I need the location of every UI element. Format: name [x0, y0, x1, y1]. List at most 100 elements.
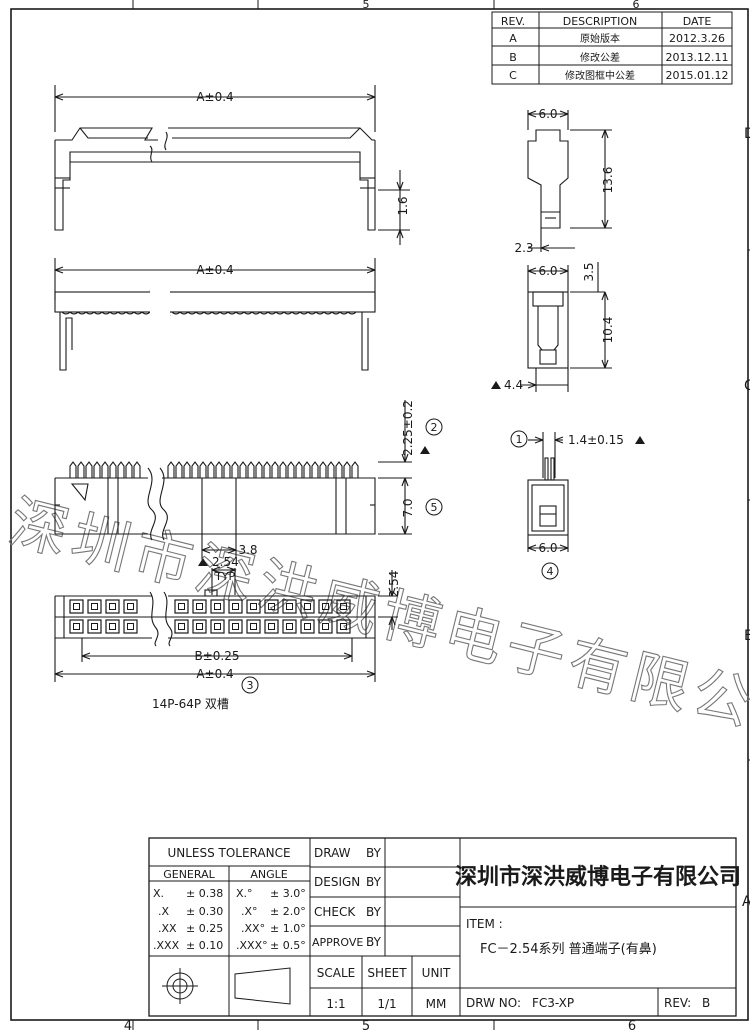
callout-1-circle	[510, 430, 528, 448]
contact-pin	[340, 603, 347, 610]
dim-side-13-6: 13.6	[601, 167, 615, 194]
contact-pin	[268, 623, 275, 630]
dim-a-width-top: A±0.4	[196, 90, 233, 104]
zone-right-a: A	[742, 894, 750, 910]
rev-row-a-rev: A	[509, 32, 517, 45]
rev-row-b-date: 2013.12.11	[666, 51, 729, 64]
tb-design: DESIGN	[314, 875, 360, 889]
contact-pin	[304, 623, 311, 630]
callout-5: 5	[431, 501, 438, 514]
contact-pin	[178, 623, 185, 630]
contact-cell	[123, 599, 138, 614]
contact-pin	[304, 603, 311, 610]
contact-cell	[318, 619, 333, 634]
contact-cell	[336, 619, 351, 634]
contact-cell	[246, 619, 261, 634]
contact-pin	[73, 623, 80, 630]
contact-pin	[322, 623, 329, 630]
contact-cell	[318, 599, 333, 614]
contact-pin	[232, 603, 239, 610]
contact-cell	[264, 599, 279, 614]
contact-cell	[300, 599, 315, 614]
contact-cell	[87, 619, 102, 634]
tb-tol-g-label-1: .X	[158, 905, 169, 918]
front-view	[54, 400, 412, 558]
callout-2: 2	[431, 421, 438, 434]
tb-tol-a-label-3: .XXX°	[236, 939, 268, 952]
dim-side-4-4: 4.4	[504, 378, 523, 392]
tb-tol-a-val-1: ± 2.0°	[270, 905, 306, 918]
rev-row-a-description: 原始版本	[580, 32, 620, 45]
contact-pin	[196, 603, 203, 610]
rev-row-a-date: 2012.3.26	[669, 32, 725, 45]
contact-pin	[214, 603, 221, 610]
contact-cell	[228, 619, 243, 634]
contact-pin	[286, 603, 293, 610]
caption-14p-64p: 14P-64P 双槽	[152, 697, 229, 711]
break-gap	[150, 287, 170, 319]
contact-pin	[250, 623, 257, 630]
dim-row-2-54: 2.54	[387, 571, 401, 598]
callout-5-circle	[425, 498, 443, 516]
rev-row-b-description: 修改公差	[580, 51, 620, 64]
rev-header-date: DATE	[683, 15, 712, 28]
dim-side-6-0-mid: 6.0	[538, 264, 557, 278]
tb-approve-by: BY	[366, 935, 382, 949]
delta-4-4	[491, 381, 501, 389]
tb-tol-g-label-3: .XXX	[153, 939, 180, 952]
tb-company: 深圳市深洪威博电子有限公司	[455, 864, 741, 890]
delta-2-25	[420, 446, 430, 454]
contact-cell	[105, 619, 120, 634]
dim-side-6-0-top: 6.0	[538, 107, 557, 121]
callout-3-circle	[241, 676, 259, 694]
tb-sheet: 1/1	[377, 997, 396, 1011]
delta-2-54	[198, 558, 208, 566]
dim-3-8: 3.8	[238, 543, 257, 557]
watermark: 深圳市深洪威博电子有限公司	[2, 487, 750, 755]
contact-pin	[214, 623, 221, 630]
contact-pin	[109, 623, 116, 630]
dim-7-0: 7.0	[401, 498, 415, 517]
tb-tol-a-label-2: .XX°	[241, 922, 265, 935]
tb-tol-a-label-1: .X°	[241, 905, 258, 918]
rev-header-rev: REV.	[501, 15, 525, 28]
contact-cell	[300, 619, 315, 634]
tb-unit: MM	[426, 997, 447, 1011]
tb-scale-label: SCALE	[317, 966, 355, 980]
tb-item-label: ITEM :	[466, 917, 503, 931]
delta-pin-pitch	[635, 436, 645, 444]
tb-tol-g-val-0: ± 0.38	[186, 887, 223, 900]
tb-item-value: FC－2.54系列 普通端子(有鼻)	[480, 941, 657, 957]
tb-approve: APPROVE	[312, 936, 363, 949]
contact-pin	[109, 603, 116, 610]
contact-cell	[228, 599, 243, 614]
callout-4-circle	[541, 562, 559, 580]
zone-top-6: 6	[633, 0, 640, 11]
tb-drw-no-label: DRW NO:	[466, 996, 521, 1010]
tb-drw-no: FC3-XP	[532, 996, 574, 1010]
tb-sheet-label: SHEET	[367, 966, 407, 980]
tb-rev-label: REV:	[664, 996, 691, 1010]
tb-tol-a-val-0: ± 3.0°	[270, 887, 306, 900]
contact-pin	[268, 603, 275, 610]
dim-side-3-5: 3.5	[582, 262, 596, 281]
tb-unit-label: UNIT	[422, 966, 451, 980]
dim-1-6: 1.6	[396, 196, 410, 215]
contact-cell	[192, 619, 207, 634]
contact-pin	[286, 623, 293, 630]
tb-tol-a-label-0: X.°	[236, 887, 253, 900]
contact-pin	[340, 623, 347, 630]
dim-a-width-bottom: A±0.4	[196, 667, 233, 681]
contact-cell	[282, 619, 297, 634]
zone-bottom-5: 5	[362, 1019, 370, 1030]
zone-top-5: 5	[363, 0, 370, 11]
zone-right-b: B	[744, 628, 750, 644]
zone-bottom-4: 4	[124, 1019, 132, 1030]
rev-header-description: DESCRIPTION	[563, 15, 637, 28]
contact-pin	[196, 623, 203, 630]
tb-unless-tolerance: UNLESS TOLERANCE	[167, 846, 290, 860]
rev-row-c-description: 修改图框中公差	[565, 69, 635, 82]
plan-view	[54, 566, 398, 682]
tb-rev: B	[702, 996, 710, 1010]
